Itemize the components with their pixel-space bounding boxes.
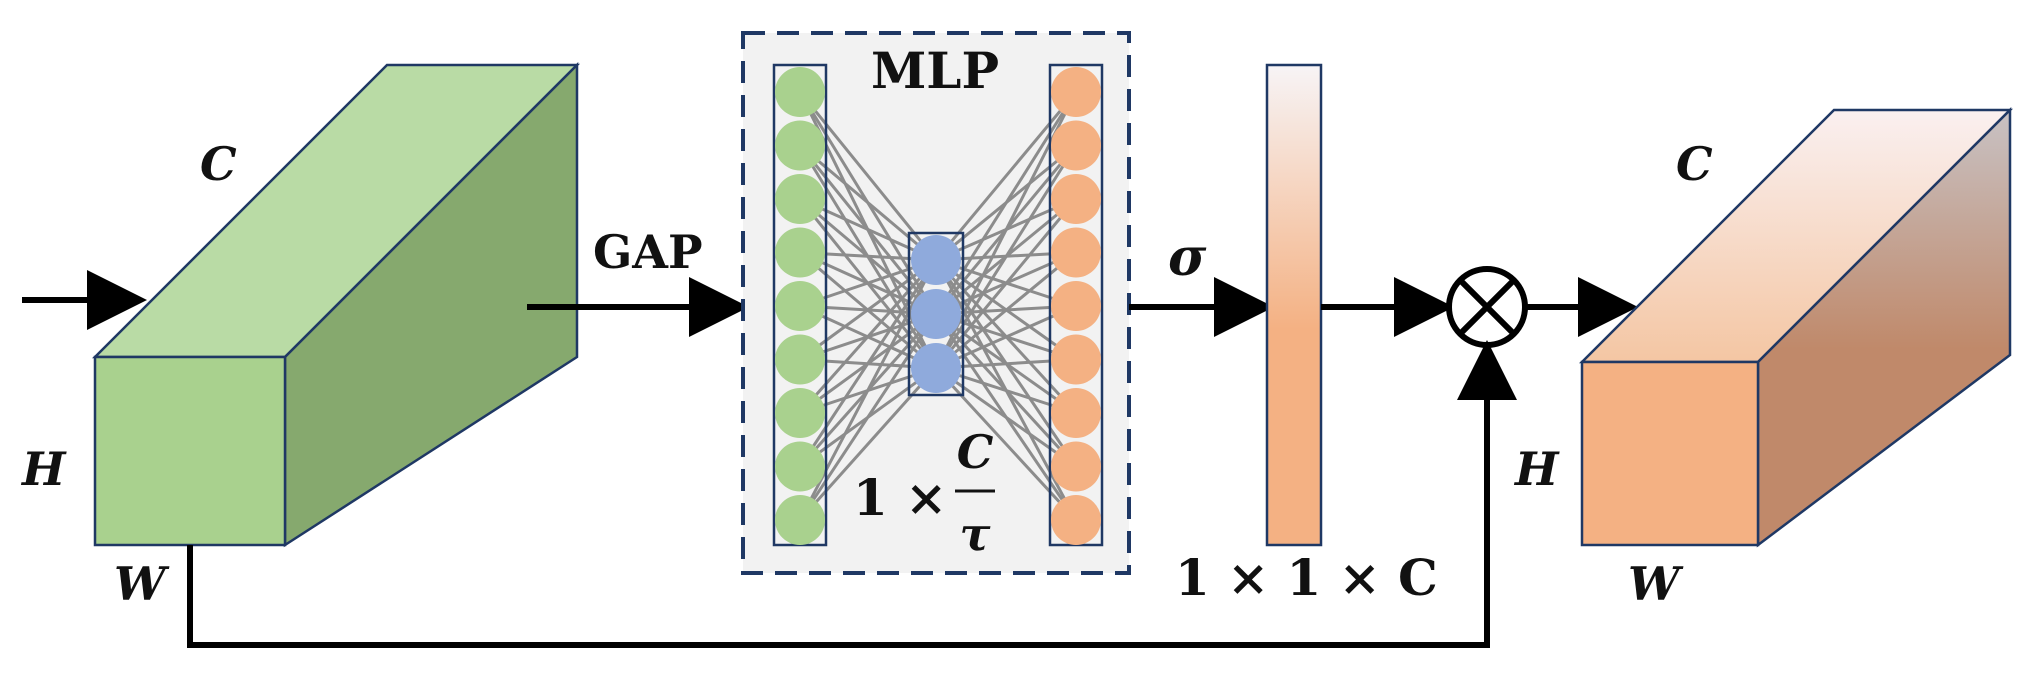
sigma-label: σ [1168,227,1207,288]
mlp-input-node [775,67,825,117]
mlp-edge-in-hidden [798,313,938,521]
mlp-edge-in-hidden [798,366,938,522]
output-label-c: C [1676,137,1713,191]
attention-vector-label: 1 × 1 × C [1175,548,1438,607]
output-label-h: H [1513,442,1560,496]
mlp-edge-hidden-out [934,198,1078,369]
mlp-edge-in-hidden [798,259,938,468]
mlp-output-node [1051,495,1101,545]
mlp-edge-in-hidden [799,144,937,262]
mlp-edge-hidden-out [935,366,1077,468]
mlp-input-node [775,120,825,171]
mlp-edge-hidden-out [934,366,1078,522]
input-label-c: C [200,137,237,191]
hidden-dim-numerator: C [957,425,994,479]
mlp-edge-in-hidden [798,259,938,414]
input-label-h: H [20,442,67,496]
mlp-edge-hidden-out [934,91,1078,315]
input-label-w: W [114,557,170,611]
mlp-input-node [775,227,825,278]
mlp-hidden-node [911,289,961,339]
input-block-front-face [93,355,287,547]
mlp-output-node [1051,281,1101,331]
mlp-edge-hidden-out [935,304,1077,370]
mlp-input-node [775,441,825,492]
mlp-hidden-node [911,343,961,393]
mlp-hidden-node [911,235,961,285]
mlp-output-node [1051,120,1101,171]
mlp-output-node [1051,227,1101,278]
mlp-title: MLP [871,41,999,100]
mlp-output-node [1051,67,1101,117]
attention-vector [1265,63,1323,547]
multiply-operator [1446,266,1528,348]
gap-label: GAP [593,225,703,279]
mlp-hidden-column [907,231,965,397]
mlp-output-node [1051,388,1101,438]
mlp-nodes [775,67,1101,545]
mlp-input-node [775,174,825,224]
skip-connection-arrow [187,340,1517,648]
mlp-input-node [775,495,825,545]
mlp-input-node [775,388,825,438]
mlp-edge-in-hidden [799,258,937,361]
mlp-input-node [775,281,825,331]
mlp-output-node [1051,174,1101,224]
hidden-dim-prefix: 1 × [853,468,947,527]
output-feature-block [1578,106,2014,548]
output-block-front-face [1580,360,1760,547]
mlp-edge-hidden-out [935,251,1077,370]
mlp-output-node [1051,441,1101,492]
hidden-dim-denominator: τ [960,507,991,561]
mlp-input-node [775,334,825,385]
input-feature-block [91,61,581,548]
output-label-w: W [1628,557,1684,611]
mlp-output-node [1051,334,1101,385]
mlp-edge-hidden-out [934,144,1078,369]
